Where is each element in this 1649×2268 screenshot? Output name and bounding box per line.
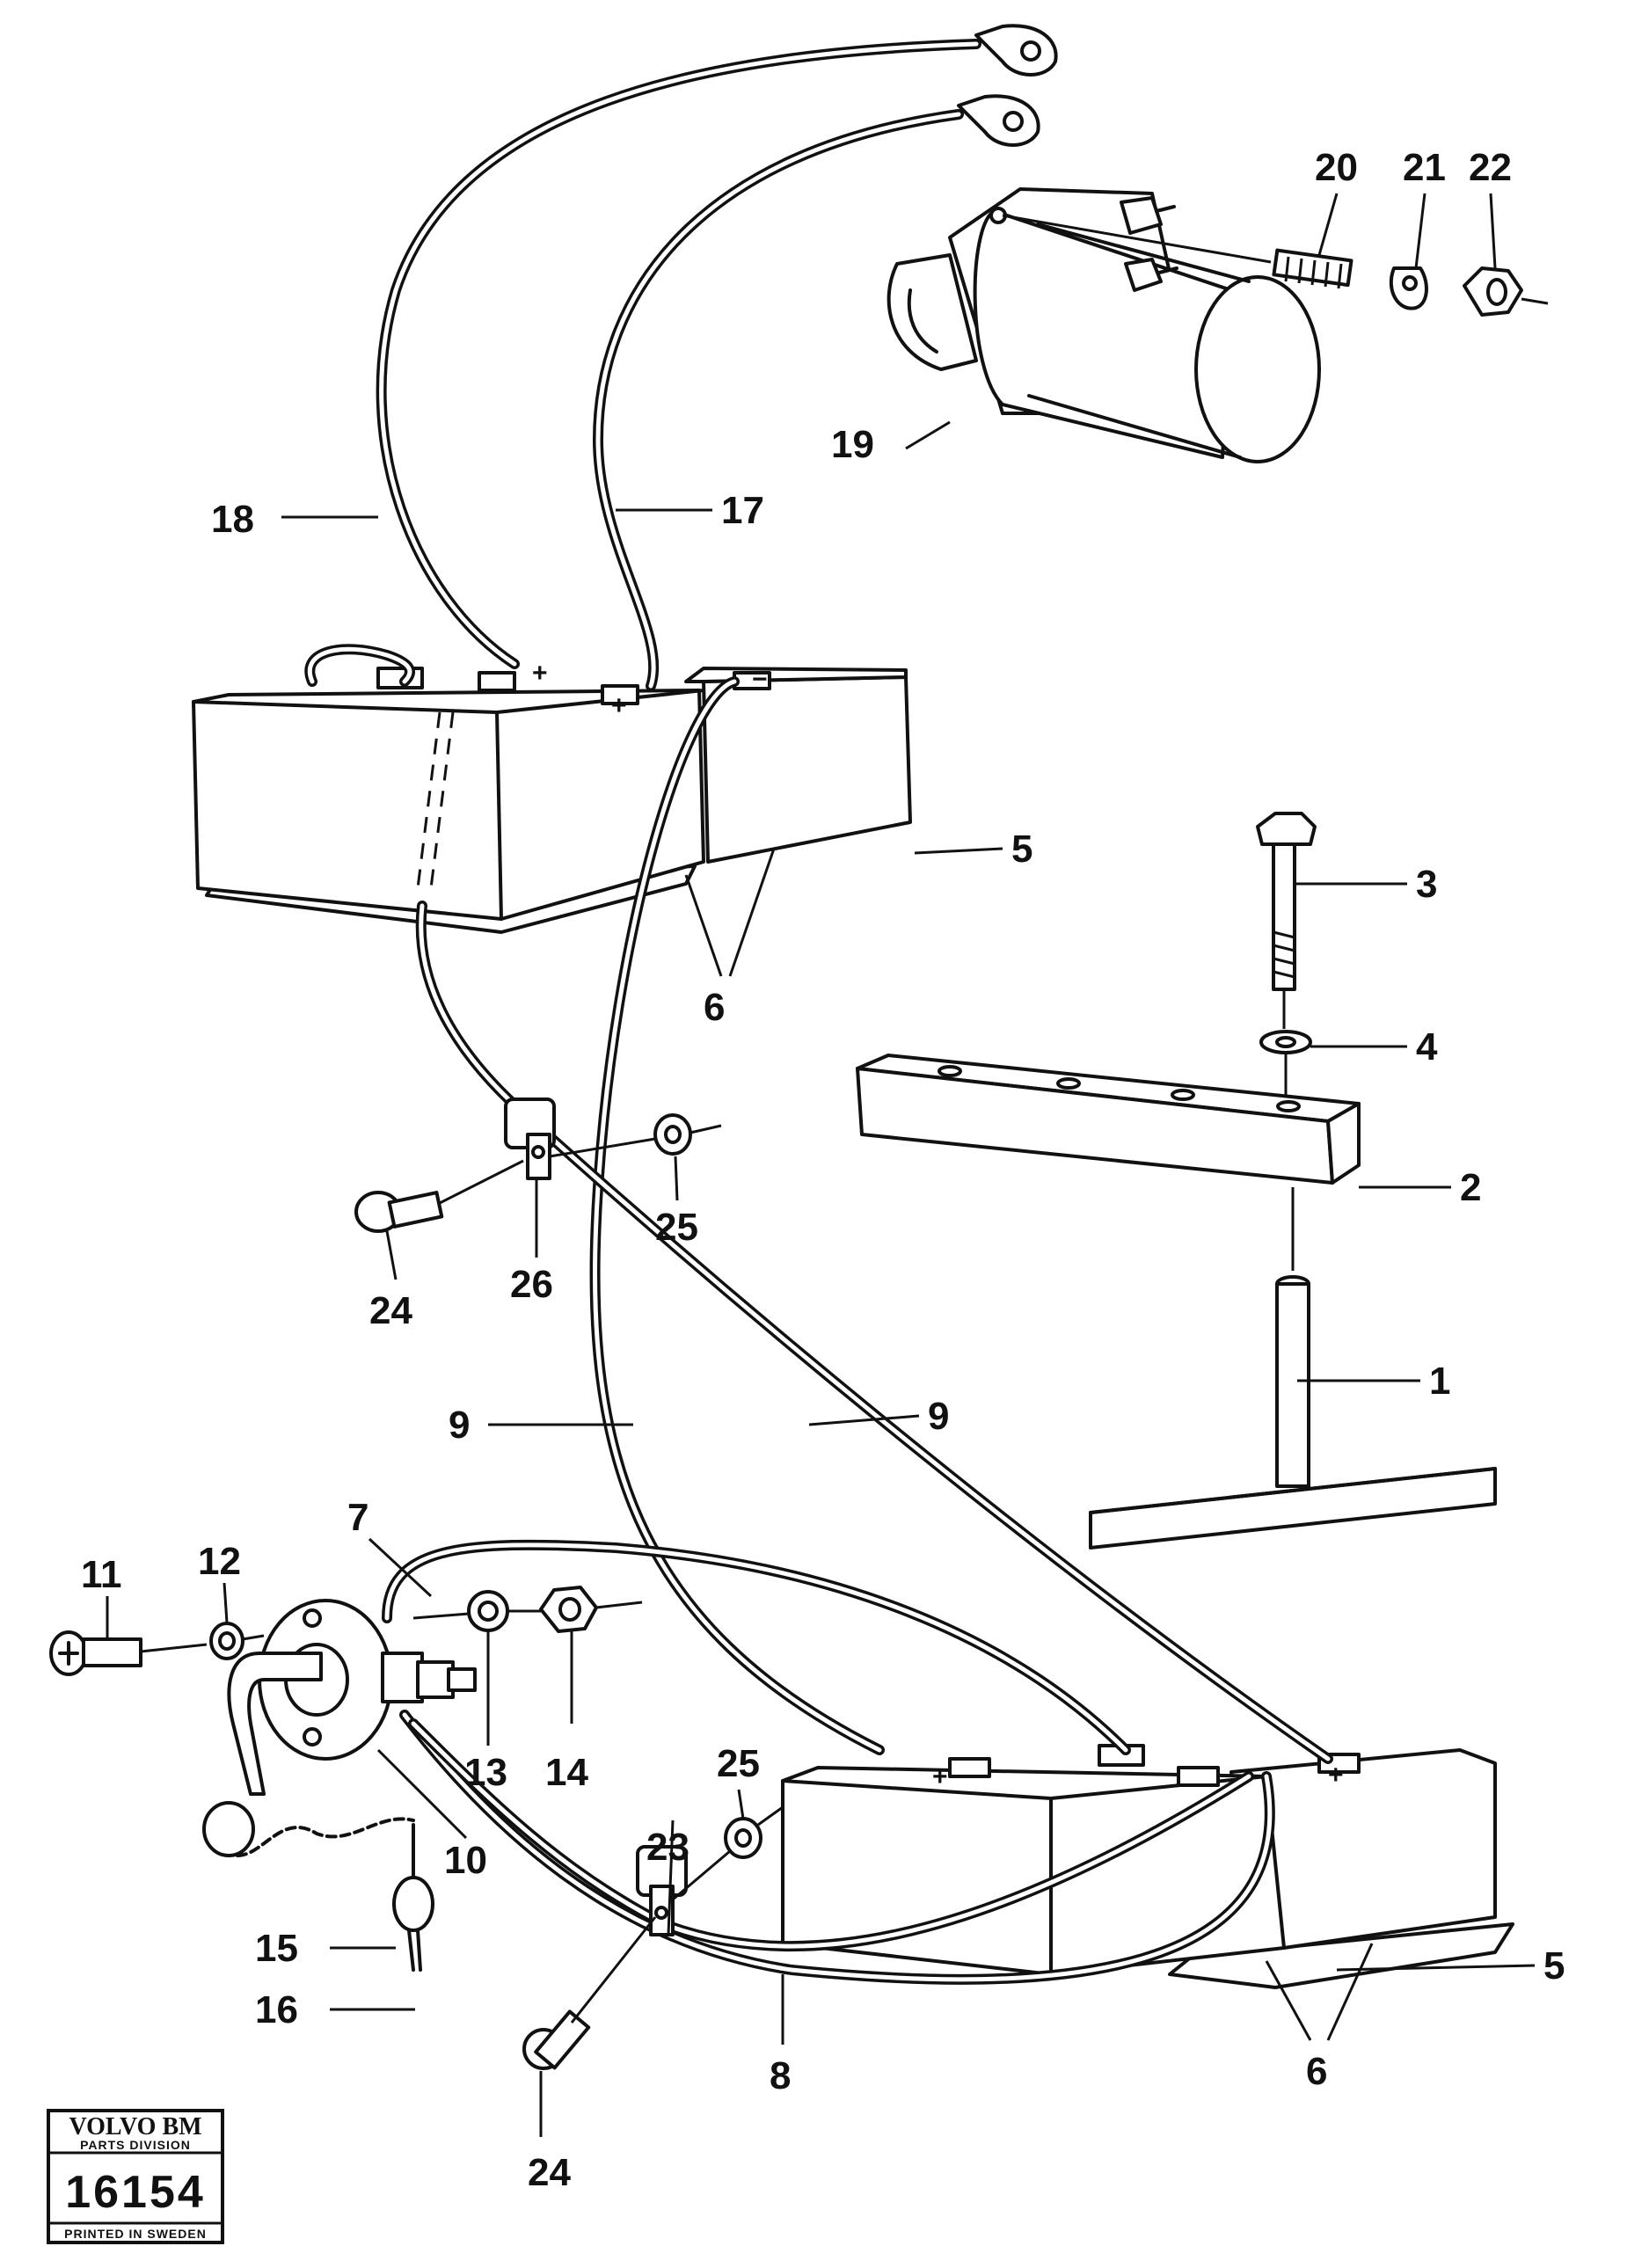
label-11: 11 — [81, 1553, 122, 1596]
label-9-right: 9 — [928, 1395, 949, 1438]
label-19: 19 — [831, 423, 874, 466]
starter-stud-20 — [1002, 214, 1353, 289]
nut-25-upper — [549, 1113, 722, 1158]
label-17: 17 — [721, 489, 764, 532]
lower-battery-minus-terminal: − — [1187, 1771, 1203, 1800]
nut-25-lower — [672, 1805, 784, 1901]
label-24-lower: 24 — [528, 2151, 571, 2194]
label-5-lower: 5 — [1543, 1944, 1565, 1987]
screw-24-upper — [354, 1159, 524, 1233]
washer-12 — [209, 1622, 265, 1660]
label-14: 14 — [545, 1751, 588, 1794]
main-switch-10 — [227, 1599, 477, 1796]
label-8: 8 — [770, 2054, 791, 2097]
cable-8 — [399, 1710, 1275, 1985]
upper-battery-plus-terminal: + — [532, 659, 548, 688]
label-25-lower: 25 — [717, 1742, 760, 1785]
label-13: 13 — [464, 1751, 507, 1794]
label-7: 7 — [347, 1496, 368, 1539]
upper-battery-right — [684, 667, 912, 864]
stamp-brand: VOLVO BM — [69, 2113, 201, 2140]
washer-13 — [412, 1590, 509, 1632]
label-6-lower: 6 — [1306, 2050, 1327, 2093]
leader-lines — [106, 193, 1536, 2137]
key-16 — [407, 1929, 422, 1972]
label-2: 2 — [1460, 1166, 1481, 1209]
cable-clamp-26 — [504, 1098, 556, 1180]
label-12: 12 — [198, 1540, 241, 1583]
bolt-3 — [1256, 812, 1317, 1029]
label-5-upper: 5 — [1011, 828, 1032, 871]
screw-11 — [49, 1630, 208, 1676]
part-number-labels: 1 2 3 4 5 5 6 6 7 8 9 9 10 11 12 13 14 1… — [81, 146, 1565, 2194]
upper-battery-plus-terminal-2: + — [611, 691, 627, 720]
upper-battery-minus-terminal: − — [752, 665, 768, 694]
upper-battery-left: + + − — [192, 644, 768, 921]
lower-battery-plus-terminal: + — [932, 1762, 948, 1791]
nut-14 — [507, 1586, 643, 1633]
label-16: 16 — [255, 1988, 298, 2031]
label-6-upper: 6 — [704, 986, 725, 1029]
label-21: 21 — [1403, 146, 1446, 189]
label-24-upper: 24 — [369, 1289, 412, 1332]
lock-washer-21 — [1389, 266, 1428, 310]
key-chain-15 — [202, 1801, 434, 1932]
lower-battery-right: + — [1229, 1748, 1497, 1950]
lower-battery-plus-terminal-2: + — [1328, 1761, 1344, 1790]
label-20: 20 — [1315, 146, 1358, 189]
tie-rod-1 — [1089, 1275, 1497, 1550]
label-23: 23 — [646, 1826, 690, 1869]
stamp-division: PARTS DIVISION — [80, 2138, 191, 2152]
clamp-bar-2 — [856, 1054, 1361, 1271]
label-10: 10 — [444, 1839, 487, 1882]
label-1: 1 — [1429, 1360, 1450, 1403]
cable-17 — [592, 94, 1040, 691]
label-18: 18 — [211, 498, 254, 541]
label-25-upper: 25 — [655, 1206, 698, 1249]
label-4: 4 — [1416, 1025, 1438, 1068]
label-9-left: 9 — [449, 1404, 470, 1447]
nut-22 — [1463, 266, 1549, 317]
screw-24-lower — [522, 1916, 657, 2070]
stamp-printed: PRINTED IN SWEDEN — [64, 2227, 207, 2241]
cable-10 — [408, 1718, 1254, 1952]
label-26: 26 — [510, 1263, 553, 1306]
starter-motor — [887, 187, 1321, 463]
label-15: 15 — [255, 1927, 298, 1970]
label-22: 22 — [1469, 146, 1512, 189]
cable-7 — [382, 1539, 1131, 1755]
cable-18 — [376, 24, 1058, 669]
cable-9-left — [589, 676, 885, 1755]
stamp-code: 16154 — [65, 2167, 206, 2218]
label-3: 3 — [1416, 863, 1437, 906]
washer-4 — [1259, 1030, 1312, 1121]
cable-9-right — [415, 901, 1333, 1764]
volvo-bm-stamp: VOLVO BM PARTS DIVISION 16154 PRINTED IN… — [47, 2109, 224, 2244]
